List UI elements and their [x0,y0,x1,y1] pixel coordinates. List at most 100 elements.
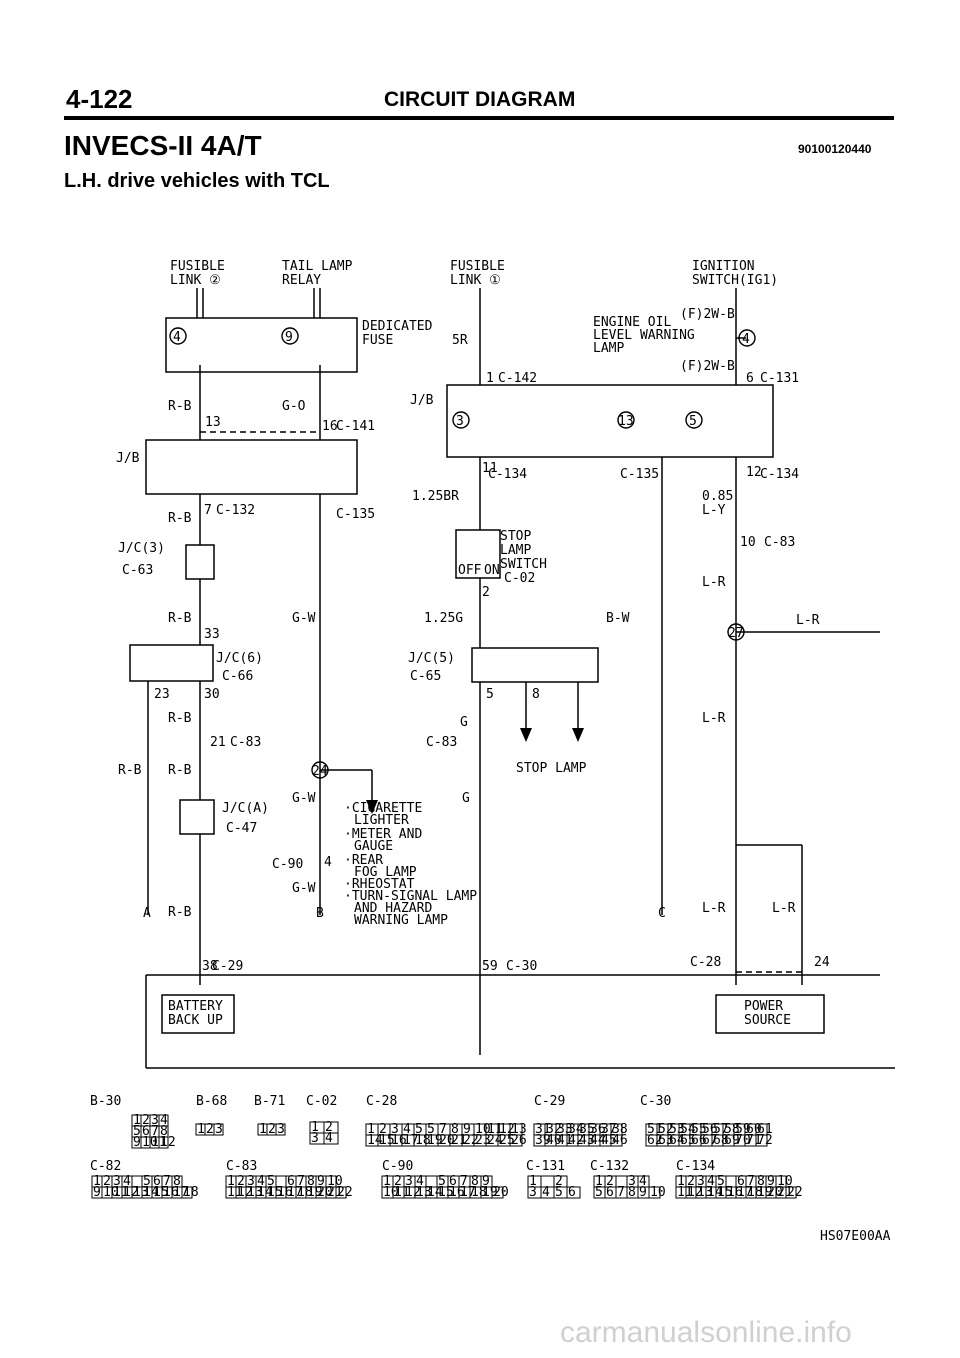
svg-text:C-135: C-135 [336,507,375,522]
connector-pin-number: 2 [394,1174,402,1189]
connector-pin-number: 58 [724,1122,740,1137]
connector-pin-number: 14 [257,1185,273,1200]
connector-pin-number: 2 [555,1174,563,1189]
svg-text:C-63: C-63 [122,563,153,578]
svg-text:23: 23 [154,687,170,702]
connector-pin-number: 14 [367,1133,383,1148]
svg-text:(F)2W-B: (F)2W-B [680,307,735,322]
svg-text:9: 9 [285,330,293,345]
connector-pin-number: 66 [691,1133,707,1148]
svg-text:STOP: STOP [500,529,531,544]
connector-pin-number: 15 [717,1185,733,1200]
svg-text:6: 6 [746,371,754,386]
svg-text:1: 1 [486,371,494,386]
connector-pin-number: 3 [247,1174,255,1189]
svg-text:G-W: G-W [292,881,316,896]
diagram-labels: FUSIBLE LINK ② TAIL LAMP RELAY FUSIBLE L… [116,259,820,1028]
svg-text:BATTERY: BATTERY [168,999,223,1014]
connector-pin-number: 10 [650,1185,666,1200]
connector-pin-number: 19 [307,1185,323,1200]
connector-pin-number: 4 [639,1174,647,1189]
connector-pin-number: 12 [160,1135,176,1150]
connector-face-label: C-28 [366,1094,397,1109]
connector-pin-number: 1 [311,1120,319,1135]
connector-labels: C-142 C-131 C-141 C-134 C-134 C-135 C-13… [212,371,799,974]
connector-pin-number: 14 [143,1185,159,1200]
connector-pin-number: 55 [691,1122,707,1137]
connector-pin-number: 10 [777,1174,793,1189]
svg-text:12: 12 [746,465,762,480]
connector-pin-number: 1 [197,1122,205,1137]
connector-pin-number: 2 [325,1120,333,1135]
connector-pin-number: 5 [133,1124,141,1139]
svg-text:RELAY: RELAY [282,273,321,288]
svg-text:C-83: C-83 [230,735,261,750]
svg-text:C-134: C-134 [760,467,799,482]
watermark: carmanualsonline.info [560,1316,852,1349]
connector-pin-number: 14 [427,1185,443,1200]
connector-pin-number: 3 [391,1122,399,1137]
connector-pin-cell [648,1186,661,1199]
connector-pin-number: 9 [317,1174,325,1189]
connector-face-label: C-132 [590,1159,629,1174]
connector-face-label: C-30 [640,1094,671,1109]
connector-pin-number: 70 [735,1133,751,1148]
connector-pin-number: 5 [267,1174,275,1189]
connector-pin-number: 11 [394,1185,410,1200]
svg-text:30: 30 [204,687,220,702]
connector-pin-cell [610,1134,623,1147]
connector-pin-number: 2 [237,1174,245,1189]
connector-pin-number: 2 [268,1122,276,1137]
connector-pin-number: 22 [787,1185,803,1200]
connector-face-label: C-82 [90,1159,121,1174]
connector-pin-number: 22 [463,1133,479,1148]
connector-pin-number: 59 [735,1122,751,1137]
connector-pin-number: 9 [482,1174,490,1189]
connector-pin-number: 8 [160,1124,168,1139]
svg-text:J/B: J/B [116,451,140,466]
svg-text:LIGHTER: LIGHTER [354,813,409,828]
connector-pin-cell [566,1186,581,1199]
connector-pin-number: 7 [617,1185,625,1200]
connector-pin-number: 3 [697,1174,705,1189]
connector-pin-number: 68 [713,1133,729,1148]
connector-face-label: C-02 [306,1094,337,1109]
connector-pin-number: 26 [511,1133,527,1148]
svg-text:L-Y: L-Y [702,503,726,518]
connector-pin-number: 8 [471,1174,479,1189]
connector-pin-number: 6 [449,1174,457,1189]
connector-pin-number: 44 [590,1133,606,1148]
connector-pin-number: 45 [601,1133,617,1148]
connector-pin-number: 5 [555,1185,563,1200]
connector-pin-number: 13 [511,1122,527,1137]
connector-pin-number: 23 [475,1133,491,1148]
connector-pin-number: 1 [133,1113,141,1128]
svg-text:·RHEOSTAT: ·RHEOSTAT [344,877,415,892]
svg-text:LINK ①: LINK ① [450,273,501,288]
connector-pin-number: 72 [757,1133,773,1148]
connector-pin-number: 61 [757,1122,773,1137]
connector-pin-number: 11 [113,1185,129,1200]
svg-text:OFF: OFF [458,563,482,578]
svg-text:R-B: R-B [168,399,192,414]
connector-pin-number: 19 [427,1133,443,1148]
connector-pin-number: 14 [707,1185,723,1200]
stop-lamp-arrows [366,728,584,814]
svg-text:10: 10 [740,535,756,550]
connector-pin-number: 12 [123,1185,139,1200]
connector-pin-number: 16 [277,1185,293,1200]
svg-text:C-134: C-134 [488,467,527,482]
svg-text:33: 33 [204,627,220,642]
connector-pin-number: 5 [143,1174,151,1189]
connector-pin-number: 8 [451,1122,459,1137]
svg-text:ON: ON [484,563,500,578]
svg-text:LAMP: LAMP [500,543,531,558]
connector-pin-number: 3 [151,1113,159,1128]
svg-text:·METER AND: ·METER AND [344,827,422,842]
svg-text:C-142: C-142 [498,371,537,386]
connector-face-label: C-83 [226,1159,257,1174]
connector-pin-number: 2 [103,1174,111,1189]
svg-text:C-65: C-65 [410,669,441,684]
connector-pin-number: 37 [601,1122,617,1137]
connector-pin-number: 13 [416,1185,432,1200]
